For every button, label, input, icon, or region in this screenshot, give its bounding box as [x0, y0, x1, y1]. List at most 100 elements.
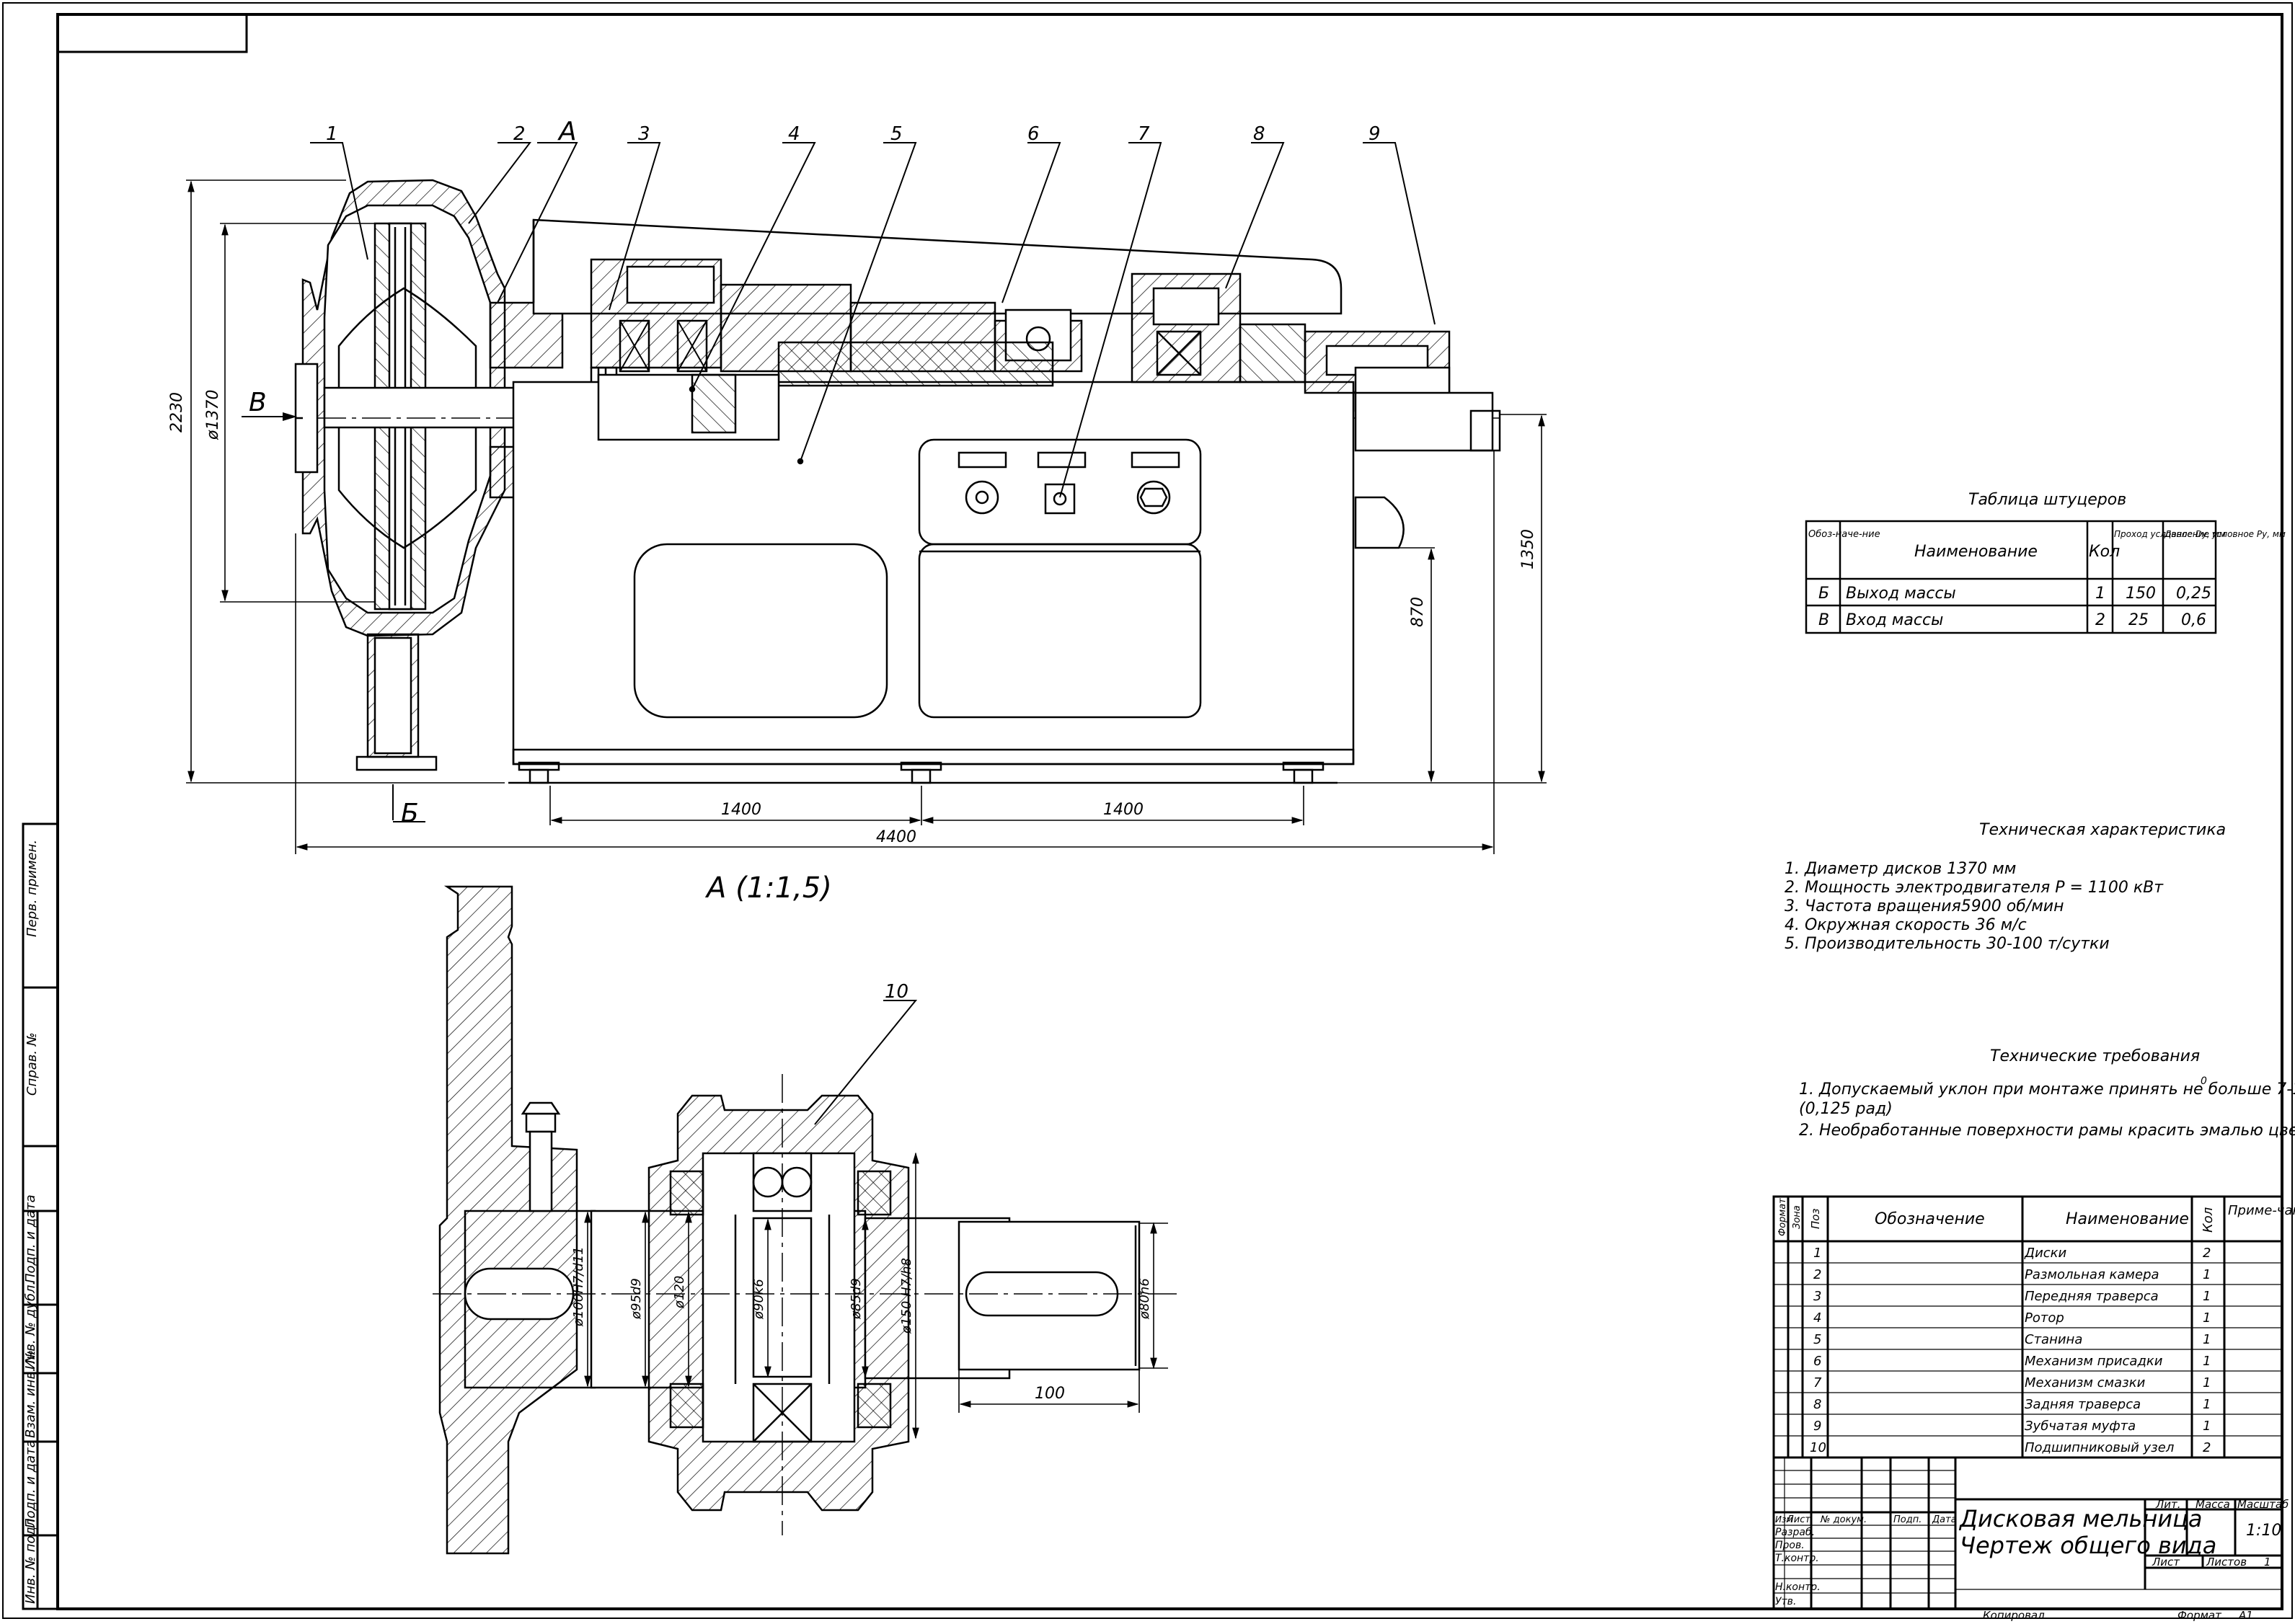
spec-h-desig: Обозначение [1875, 1210, 1985, 1228]
spec-name-2: Размольная камера [2025, 1267, 2159, 1282]
spec-qty-2: 1 [2203, 1267, 2211, 1282]
fit-r1-c0: В [1818, 611, 1829, 629]
tb-date: Дата [1932, 1514, 1957, 1525]
tech-char-1: 1. Диаметр дисков 1370 мм [1785, 860, 2016, 878]
leader-3: 3 [638, 123, 650, 145]
spec-h-name: Наименование [2066, 1210, 2189, 1228]
spec-pos-5: 5 [1813, 1332, 1821, 1347]
spec-name-9: Зубчатая муфта [2025, 1419, 2136, 1434]
dim-shaft-len: 100 [1035, 1385, 1065, 1403]
fittings-h0: Обоз-наче-ние [1808, 529, 1880, 540]
tb-scale-value: 1:10 [2246, 1522, 2281, 1540]
fittings-h3: Проход условное Dу, мм [2114, 529, 2226, 539]
fit-r1-c3: 25 [2128, 611, 2149, 629]
leader-10: 10 [885, 981, 908, 1003]
main-dimensions [186, 179, 1547, 854]
spec-pos-6: 6 [1813, 1354, 1821, 1369]
spec-rows [1774, 1262, 2282, 1437]
spec-qty-3: 1 [2203, 1289, 2211, 1304]
detail-view [433, 885, 1182, 1555]
leaders [310, 142, 1436, 1125]
stamp-perv: Перв. примен. [25, 840, 40, 937]
spec-h-pos: Поз [1809, 1209, 1822, 1229]
fit-r1-c2: 2 [2095, 611, 2105, 629]
tech-req-1: 1. Допускаемый уклон при монтаже принять… [1799, 1081, 2295, 1099]
stamp-dubl: Инв. № дубл. [23, 1281, 38, 1370]
tb-lit: Лит. [2155, 1498, 2181, 1511]
tb-sheets: Листов [2206, 1556, 2247, 1568]
leader-6: 6 [1027, 123, 1040, 145]
main-view [294, 179, 1501, 784]
fit-r1-c1: Вход массы [1846, 611, 1943, 629]
spec-qty-1: 2 [2203, 1246, 2211, 1261]
fit-r0-c0: Б [1818, 585, 1829, 603]
tb-massa: Масса [2195, 1498, 2230, 1511]
spec-qty-10: 2 [2203, 1440, 2211, 1455]
title-block-rows [1774, 1470, 1955, 1594]
tech-req-3: 2. Необработанные поверхности рамы краси… [1799, 1122, 2295, 1140]
tech-req-2: (0,125 рад) [1799, 1100, 1893, 1118]
stamp-vzam: Взам. инв. № [23, 1350, 38, 1438]
fit-r0-c2: 1 [2095, 585, 2105, 603]
spec-name-5: Станина [2025, 1332, 2082, 1347]
tech-req-sup: 0 [2201, 1075, 2207, 1087]
tb-prov: Пров. [1775, 1540, 1805, 1551]
spec-name-7: Механизм смазки [2025, 1375, 2146, 1390]
tb-list: Лист [1786, 1514, 1810, 1525]
dim-870: 870 [1409, 597, 1427, 627]
leader-2: 2 [513, 123, 526, 145]
spec-pos-1: 1 [1813, 1246, 1821, 1261]
dim-fit6: ø150 H7/h8 [899, 1258, 914, 1334]
inlet-label: В [249, 388, 267, 417]
leader-1: 1 [326, 123, 338, 145]
leader-8: 8 [1253, 123, 1265, 145]
dim-1400-right: 1400 [1103, 801, 1144, 819]
tb-sheet: Лист [2152, 1556, 2180, 1568]
spec-qty-9: 1 [2203, 1419, 2211, 1434]
tech-requirements: Технические требования 1. Допускаемый ук… [1799, 1047, 2295, 1140]
detail-dimensions [584, 1152, 1168, 1439]
tb-nkontr: Н.контр. [1775, 1581, 1821, 1593]
spec-pos-7: 7 [1813, 1375, 1822, 1390]
spec-qty-8: 1 [2203, 1397, 2211, 1412]
spec-name-1: Диски [2024, 1246, 2067, 1261]
title-block [1772, 1456, 2283, 1610]
stamp-sprav: Справ. № [25, 1032, 40, 1096]
stamp-podl: Инв. № подл. [23, 1514, 38, 1604]
leader-5: 5 [890, 123, 903, 145]
tech-characteristics: Техническая характеристика 1. Диаметр ди… [1785, 821, 2226, 953]
tb-sign: Подп. [1893, 1514, 1922, 1525]
dim-fit1: ø100H7/d11 [571, 1246, 586, 1327]
fittings-h2: Кол [2089, 543, 2120, 561]
tb-izm: Изм [1775, 1514, 1792, 1525]
dim-2230: 2230 [168, 392, 186, 432]
tech-char-title: Техническая характеристика [1979, 821, 2226, 839]
tech-char-5: 5. Производительность 30-100 т/сутки [1785, 935, 2110, 953]
dim-fit2: ø95d9 [629, 1278, 644, 1320]
fit-r1-c4: 0,6 [2181, 611, 2206, 629]
spec-h-note: Приме-чание [2228, 1203, 2295, 1218]
spec-h-qty: Кол [2201, 1207, 2216, 1233]
spec-pos-10: 10 [1810, 1440, 1826, 1455]
fittings-h4: Давление условное Pу, мм [2164, 529, 2286, 539]
tb-razrab: Разраб. [1775, 1527, 1815, 1538]
fittings-title: Таблица штуцеров [1968, 491, 2126, 509]
tech-char-3: 3. Частота вращения5900 об/мин [1785, 897, 2064, 915]
dim-fit3: ø120 [672, 1276, 687, 1309]
spec-pos-4: 4 [1813, 1310, 1821, 1326]
spec-h-format: Формат [1777, 1198, 1788, 1236]
leader-9: 9 [1368, 123, 1381, 145]
dim-1370: ø1370 [204, 390, 222, 440]
view-a-label: А [557, 117, 577, 146]
dim-1350: 1350 [1519, 529, 1537, 569]
tb-doc: № докум. [1820, 1514, 1867, 1525]
leader-7: 7 [1138, 123, 1150, 145]
dim-4400: 4400 [876, 828, 916, 846]
spec-name-4: Ротор [2025, 1310, 2064, 1326]
spec-name-6: Механизм присадки [2025, 1354, 2163, 1369]
side-stamp [22, 822, 59, 1610]
spec-pos-2: 2 [1813, 1267, 1821, 1282]
tb-title-2: Чертеж общего вида [1960, 1532, 2216, 1559]
